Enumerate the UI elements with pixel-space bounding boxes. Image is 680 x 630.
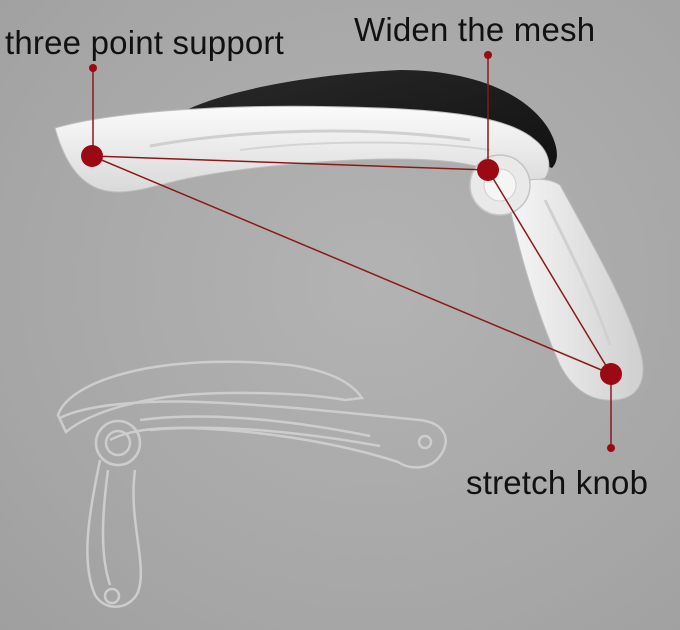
label-three-point-support: three point support <box>5 24 284 61</box>
armrest-support-arm <box>504 178 644 401</box>
triangle-line-top <box>91 155 489 171</box>
ghost-armrest-outline <box>56 360 447 608</box>
label-widen-the-mesh: Widen the mesh <box>354 11 596 48</box>
frame-groove <box>149 129 471 148</box>
marker-pivot-support <box>477 159 499 181</box>
arm-groove <box>543 199 612 346</box>
leader-dot-stretch-knob <box>607 444 615 452</box>
triangle-line-side <box>487 169 612 375</box>
leader-lines <box>92 55 612 448</box>
triangle-line-diagonal <box>91 155 612 375</box>
leader-dot-three-point <box>89 64 97 72</box>
leader-dot-widen-mesh <box>484 51 492 59</box>
leader-end-dots <box>89 51 615 452</box>
marker-front-support <box>81 145 103 167</box>
label-stretch-knob: stretch knob <box>466 464 649 501</box>
marker-stretch-knob <box>600 363 622 385</box>
support-point-markers <box>81 145 622 385</box>
support-triangle <box>91 155 612 375</box>
mesh-cushion <box>182 70 557 168</box>
frame-groove-inner <box>239 141 491 151</box>
